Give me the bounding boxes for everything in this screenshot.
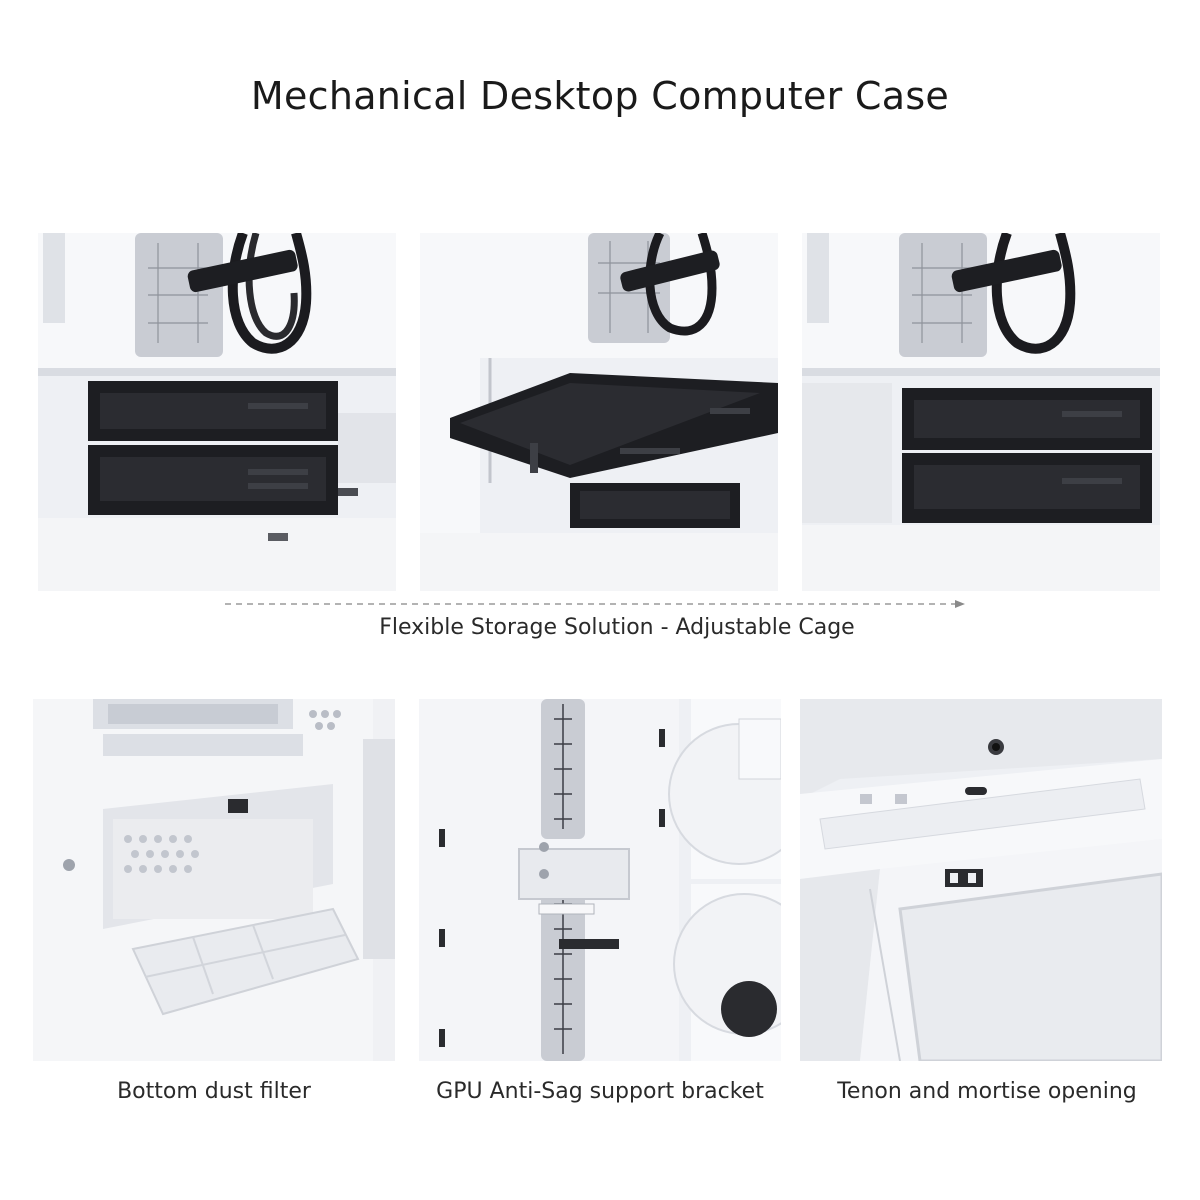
tenon-mortise-photo (800, 699, 1162, 1061)
gpu-bracket-caption: GPU Anti-Sag support bracket (436, 1079, 764, 1104)
gpu-bracket-photo (419, 699, 781, 1061)
dust-filter-photo (33, 699, 395, 1061)
drive-cage-photo-3 (802, 233, 1160, 591)
tenon-mortise-caption: Tenon and mortise opening (837, 1079, 1137, 1104)
dust-filter-caption: Bottom dust filter (117, 1079, 311, 1104)
progress-arrow (225, 600, 965, 608)
drive-cage-photo-2 (420, 233, 778, 591)
storage-caption: Flexible Storage Solution - Adjustable C… (379, 615, 855, 640)
page-title: Mechanical Desktop Computer Case (250, 74, 950, 118)
drive-cage-photo-1 (38, 233, 396, 591)
